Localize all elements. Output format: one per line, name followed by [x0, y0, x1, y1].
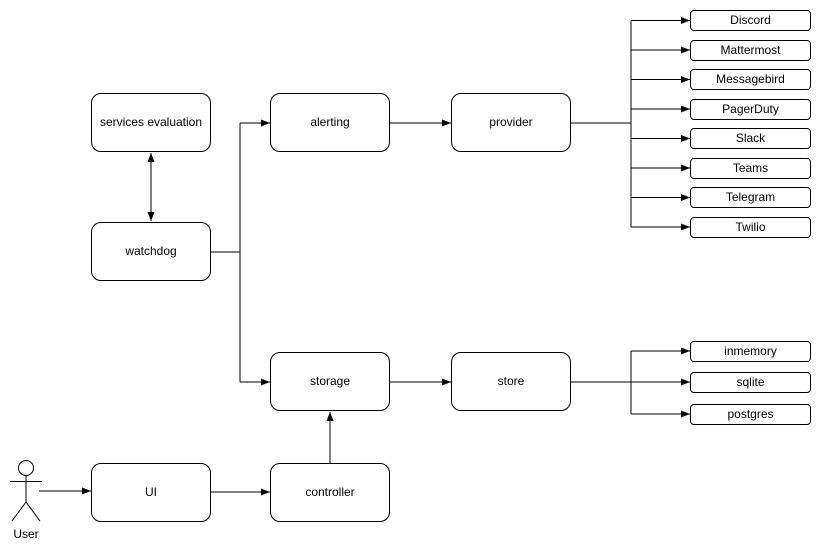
- node-storage-label: storage: [309, 374, 351, 389]
- node-services-evaluation: services evaluation: [91, 93, 211, 152]
- provider-item-twilio: Twilio: [690, 216, 811, 238]
- provider-item-teams: Teams: [690, 157, 811, 179]
- provider-item-discord: Discord: [690, 10, 811, 31]
- user-actor-label: User: [13, 527, 39, 541]
- node-store-label: store: [497, 374, 525, 389]
- node-provider-label: provider: [489, 115, 533, 130]
- provider-item-messagebird-label: Messagebird: [716, 72, 785, 87]
- provider-item-slack: Slack: [690, 128, 811, 149]
- node-provider: provider: [451, 93, 571, 152]
- node-watchdog-label: watchdog: [125, 244, 177, 259]
- store-item-sqlite-label: sqlite: [736, 374, 765, 389]
- provider-item-twilio-label: Twilio: [735, 219, 766, 234]
- provider-item-pagerduty-label: PagerDuty: [722, 101, 779, 116]
- node-store: store: [451, 352, 571, 411]
- provider-item-telegram-label: Telegram: [725, 190, 776, 205]
- provider-item-discord-label: Discord: [730, 13, 771, 28]
- provider-item-messagebird: Messagebird: [690, 69, 811, 90]
- store-item-postgres: postgres: [690, 403, 811, 425]
- store-item-sqlite: sqlite: [690, 371, 811, 393]
- node-controller-label: controller: [305, 485, 355, 500]
- node-alerting-label: alerting: [310, 115, 350, 130]
- provider-item-slack-label: Slack: [735, 131, 766, 146]
- store-item-inmemory-label: inmemory: [724, 343, 777, 358]
- node-services-evaluation-label: services evaluation: [99, 115, 203, 130]
- node-ui-label: UI: [145, 485, 157, 500]
- node-watchdog: watchdog: [91, 222, 211, 281]
- store-item-postgres-label: postgres: [727, 406, 774, 421]
- provider-item-mattermost: Mattermost: [690, 39, 811, 61]
- node-alerting: alerting: [270, 93, 390, 152]
- store-item-inmemory: inmemory: [690, 340, 811, 362]
- provider-item-pagerduty: PagerDuty: [690, 98, 811, 120]
- node-storage: storage: [270, 352, 390, 411]
- node-controller: controller: [270, 463, 390, 522]
- provider-item-telegram: Telegram: [690, 187, 811, 208]
- node-ui: UI: [91, 463, 211, 522]
- provider-item-teams-label: Teams: [732, 160, 769, 175]
- user-actor-icon: [10, 460, 42, 522]
- provider-item-mattermost-label: Mattermost: [720, 42, 781, 57]
